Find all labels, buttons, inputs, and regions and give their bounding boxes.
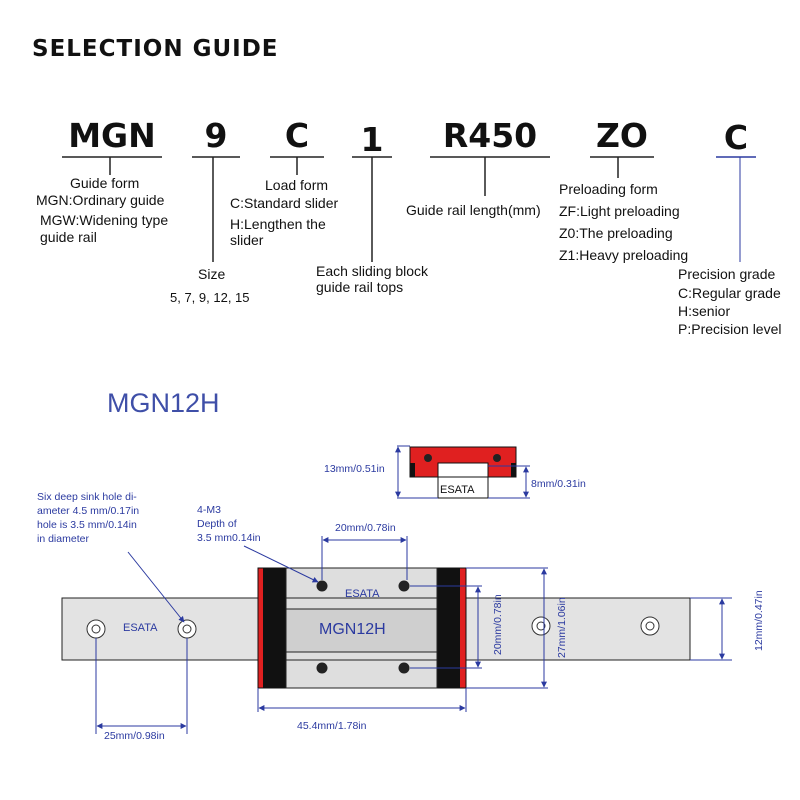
note-sink-hole-2: ameter 4.5 mm/0.17in [37,505,140,517]
dim-block-length: 45.4mm/1.78in [297,720,367,732]
rail-profile-view [409,446,517,499]
code-load: C [284,116,310,155]
desc-size-title: Size [198,266,226,282]
desc-precision-title: Precision grade [678,266,776,282]
block-brand: ESATA [345,588,380,600]
desc-form-mgw: MGW:Widening type [40,212,169,228]
note-sink-hole-1: Six deep sink hole di- [37,491,137,503]
dim-rail-height: 8mm/0.31in [531,478,586,490]
dim-hole-spacing-v-text: 20mm/0.78in [492,594,504,655]
note-m3-2: Depth of [197,518,237,530]
desc-count-1: Each sliding block [316,263,429,279]
dim-rail-width: 12mm/0.47in [753,585,767,663]
model-title: MGN12H [107,388,220,418]
block-model-label: MGN12H [319,621,386,638]
dim-hole-spacing-v: 20mm/0.78in [492,583,506,667]
code-underlines [62,156,654,262]
rail-brand: ESATA [123,622,158,634]
desc-load-h: H:Lengthen the [230,216,326,232]
desc-precision-p: P:Precision level [678,321,782,337]
desc-size-values: 5, 7, 9, 12, 15 [170,290,250,305]
note-m3-3: 3.5 mm0.14in [197,532,261,544]
desc-preload-z0: Z0:The preloading [559,225,673,241]
dim-block-width-text: 27mm/1.06in [556,597,568,658]
dim-profile-height: 13mm/0.51in [324,463,385,475]
dim-rail-width-text: 12mm/0.47in [753,590,765,651]
code-count: 1 [360,120,384,159]
code-size: 9 [204,116,228,155]
desc-preload-title: Preloading form [559,181,658,197]
note-sink-hole-3: hole is 3.5 mm/0.14in [37,519,137,531]
note-m3-1: 4-M3 [197,504,221,516]
dim-rail-pitch: 25mm/0.98in [104,730,165,742]
desc-length: Guide rail length(mm) [406,202,541,218]
dim-hole-spacing: 20mm/0.78in [335,522,396,534]
code-length: R450 [442,116,538,155]
precision-leader [716,156,756,262]
desc-form-mgn: MGN:Ordinary guide [36,192,165,208]
desc-load-c: C:Standard slider [230,195,339,211]
code-precision: C [723,118,749,157]
desc-load-slider: slider [230,232,264,248]
desc-preload-zf: ZF:Light preloading [559,203,680,219]
page-title: SELECTION GUIDE [32,36,279,62]
desc-form-rail: guide rail [40,229,97,245]
desc-preload-z1: Z1:Heavy preloading [559,247,689,263]
desc-form-title: Guide form [70,175,140,191]
code-preload: ZO [596,116,648,155]
desc-precision-h: H:senior [678,303,731,319]
profile-label: ESATA [440,484,475,496]
desc-load-title: Load form [265,177,329,193]
note-sink-hole-4: in diameter [37,533,89,545]
code-form: MGN [68,116,156,155]
dim-block-width: 27mm/1.06in [556,570,570,670]
desc-precision-c: C:Regular grade [678,285,781,301]
desc-count-2: guide rail tops [316,279,404,295]
